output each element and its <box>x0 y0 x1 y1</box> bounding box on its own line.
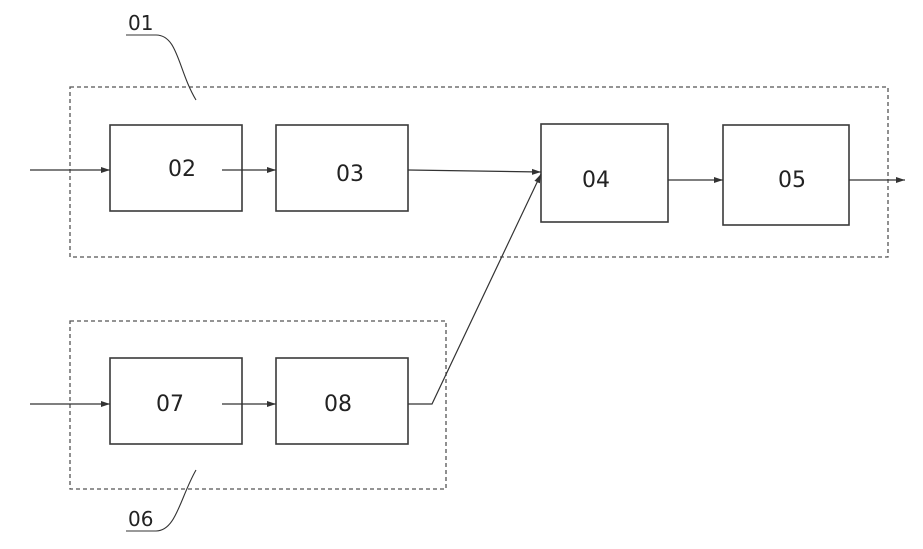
block-02-label: 02 <box>168 157 196 182</box>
arrow-08-to-04 <box>408 174 541 404</box>
group-01-label: 01 <box>128 11 153 35</box>
block-04-label: 04 <box>582 168 610 193</box>
block-07-label: 07 <box>156 392 184 417</box>
block-03-label: 03 <box>336 162 364 187</box>
group-06-leader <box>156 470 196 531</box>
group-01-leader <box>156 35 196 100</box>
group-06-label: 06 <box>128 507 153 531</box>
block-08-label: 08 <box>324 392 352 417</box>
block-05-label: 05 <box>778 168 806 193</box>
arrow-03-to-04 <box>408 170 541 172</box>
